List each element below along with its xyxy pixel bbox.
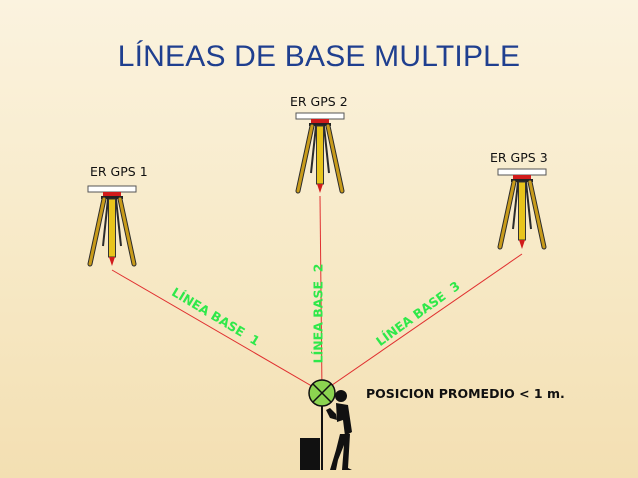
station-label-gps-2: ER GPS 2 — [290, 94, 348, 109]
tripod-icon-gps-2 — [296, 113, 344, 193]
tripod-icon-gps-3 — [498, 169, 546, 249]
tripod-icon-gps-1 — [88, 186, 136, 266]
baseline-lines — [111, 195, 523, 393]
baseline-label-2: LÍNEA BASE 2 — [310, 263, 326, 364]
slide-title: LÍNEAS DE BASE MULTIPLE — [117, 40, 521, 73]
station-label-gps-1: ER GPS 1 — [90, 164, 148, 179]
baseline-line-3 — [321, 253, 523, 393]
surveyor-icon — [300, 390, 352, 470]
baseline-line-1 — [111, 269, 323, 393]
station-label-gps-3: ER GPS 3 — [490, 150, 548, 165]
rover-target-icon — [308, 379, 336, 470]
baseline-line-2 — [319, 195, 323, 393]
result-label: POSICION PROMEDIO < 1 m. — [366, 386, 565, 401]
